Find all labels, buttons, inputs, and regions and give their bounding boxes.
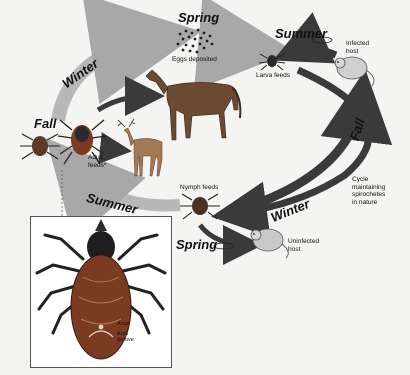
uninfected-host-mouse-icon <box>251 229 288 258</box>
adult-to-deer-arrow <box>100 148 120 150</box>
larva-tick-icon <box>259 54 285 70</box>
host-to-larva-arrow <box>292 49 336 55</box>
eggs-deposited-label: Eggs deposited <box>172 56 217 64</box>
season-spring-top: Spring <box>178 10 219 25</box>
spring-to-larva-arrow <box>225 45 258 48</box>
anus-label: Anus <box>117 321 130 327</box>
horse-icon <box>146 70 240 140</box>
season-summer-top: Summer <box>275 26 327 41</box>
nymph-tick-icon <box>180 194 220 219</box>
infected-host-mouse-icon <box>335 57 374 86</box>
uninfected-host-label: Uninfected host <box>288 238 319 253</box>
adult-to-horse-arrow <box>98 96 150 110</box>
deer-icon <box>118 119 162 176</box>
cycle-spirochetes-label: Cycle maintaining spirochetes in nature <box>352 176 385 206</box>
eggs-icon <box>177 29 214 54</box>
nymph-feeds-label: Nymph feeds <box>180 184 218 192</box>
adult-feeds-label: Adult feeds* <box>88 154 106 169</box>
infected-host-label: Infected host <box>346 40 369 55</box>
season-fall-left: Fall <box>34 116 56 131</box>
larva-feeds-label: Larva feeds <box>256 72 290 80</box>
anal-groove-label: Anal groove <box>117 331 134 343</box>
enlarged-tick-icon <box>31 217 171 367</box>
season-spring-bottom: Spring <box>176 237 217 252</box>
tick-anatomy-inset: Anus Anal groove <box>30 216 172 368</box>
fall-arrow-right <box>232 96 362 212</box>
